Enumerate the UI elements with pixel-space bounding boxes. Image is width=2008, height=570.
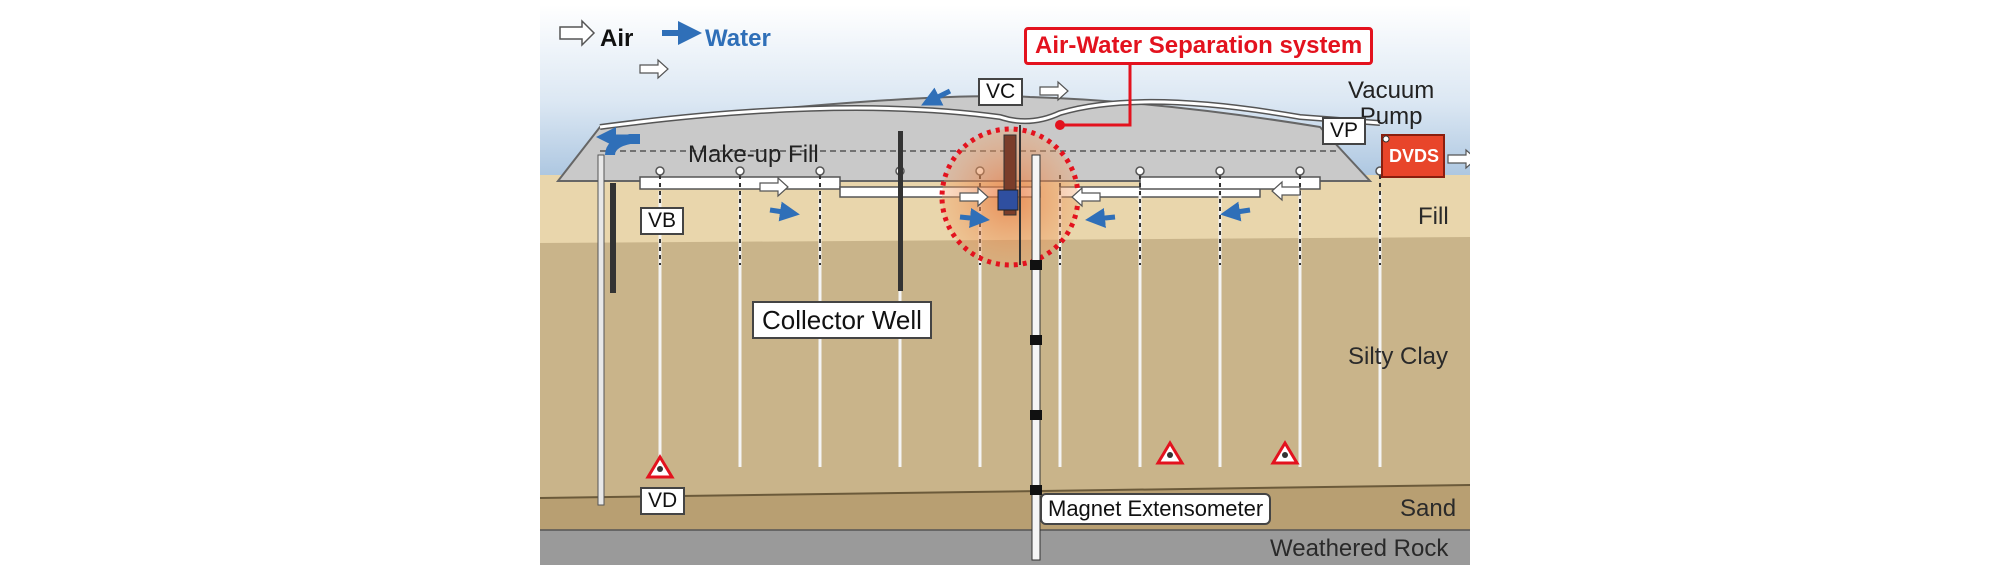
- air-water-separation-callout: Air-Water Separation system: [1024, 27, 1374, 65]
- weathered-rock-stratum-label: Weathered Rock: [1270, 535, 1449, 562]
- magnet-extensometer-label: Magnet Extensometer: [1040, 493, 1272, 525]
- dvds-box: [1381, 134, 1445, 178]
- fill-stratum-label: Fill: [1418, 203, 1449, 230]
- silty-clay-stratum-label: Silty Clay: [1348, 343, 1449, 370]
- legend-water-label: Water: [705, 25, 771, 52]
- vc-label: VC: [978, 78, 1024, 106]
- vd-label: VD: [640, 487, 686, 515]
- dvds-label: DVDS: [1389, 146, 1440, 166]
- drain-tip-markers: [645, 440, 1300, 479]
- sand-stratum-label: Sand: [1400, 495, 1457, 522]
- vacuum-pump-label: Vacuum Pump: [1348, 77, 1435, 130]
- make-up-fill-label: Make-up Fill: [688, 141, 819, 168]
- weathered-rock-layer: [540, 530, 1470, 565]
- legend-air-label: Air: [600, 25, 634, 52]
- vp-label: VP: [1322, 117, 1367, 145]
- vacuum-drainage-diagram: Air Water Air-Water Separation system VC…: [540, 5, 1470, 565]
- observation-pipe: [597, 154, 605, 506]
- vb-label: VB: [640, 207, 685, 235]
- silty-clay-layer: [540, 237, 1470, 498]
- magnet-extensometer-rod: [1031, 154, 1041, 561]
- collector-well-label: Collector Well: [752, 301, 932, 339]
- air-legend-arrow: [559, 19, 596, 47]
